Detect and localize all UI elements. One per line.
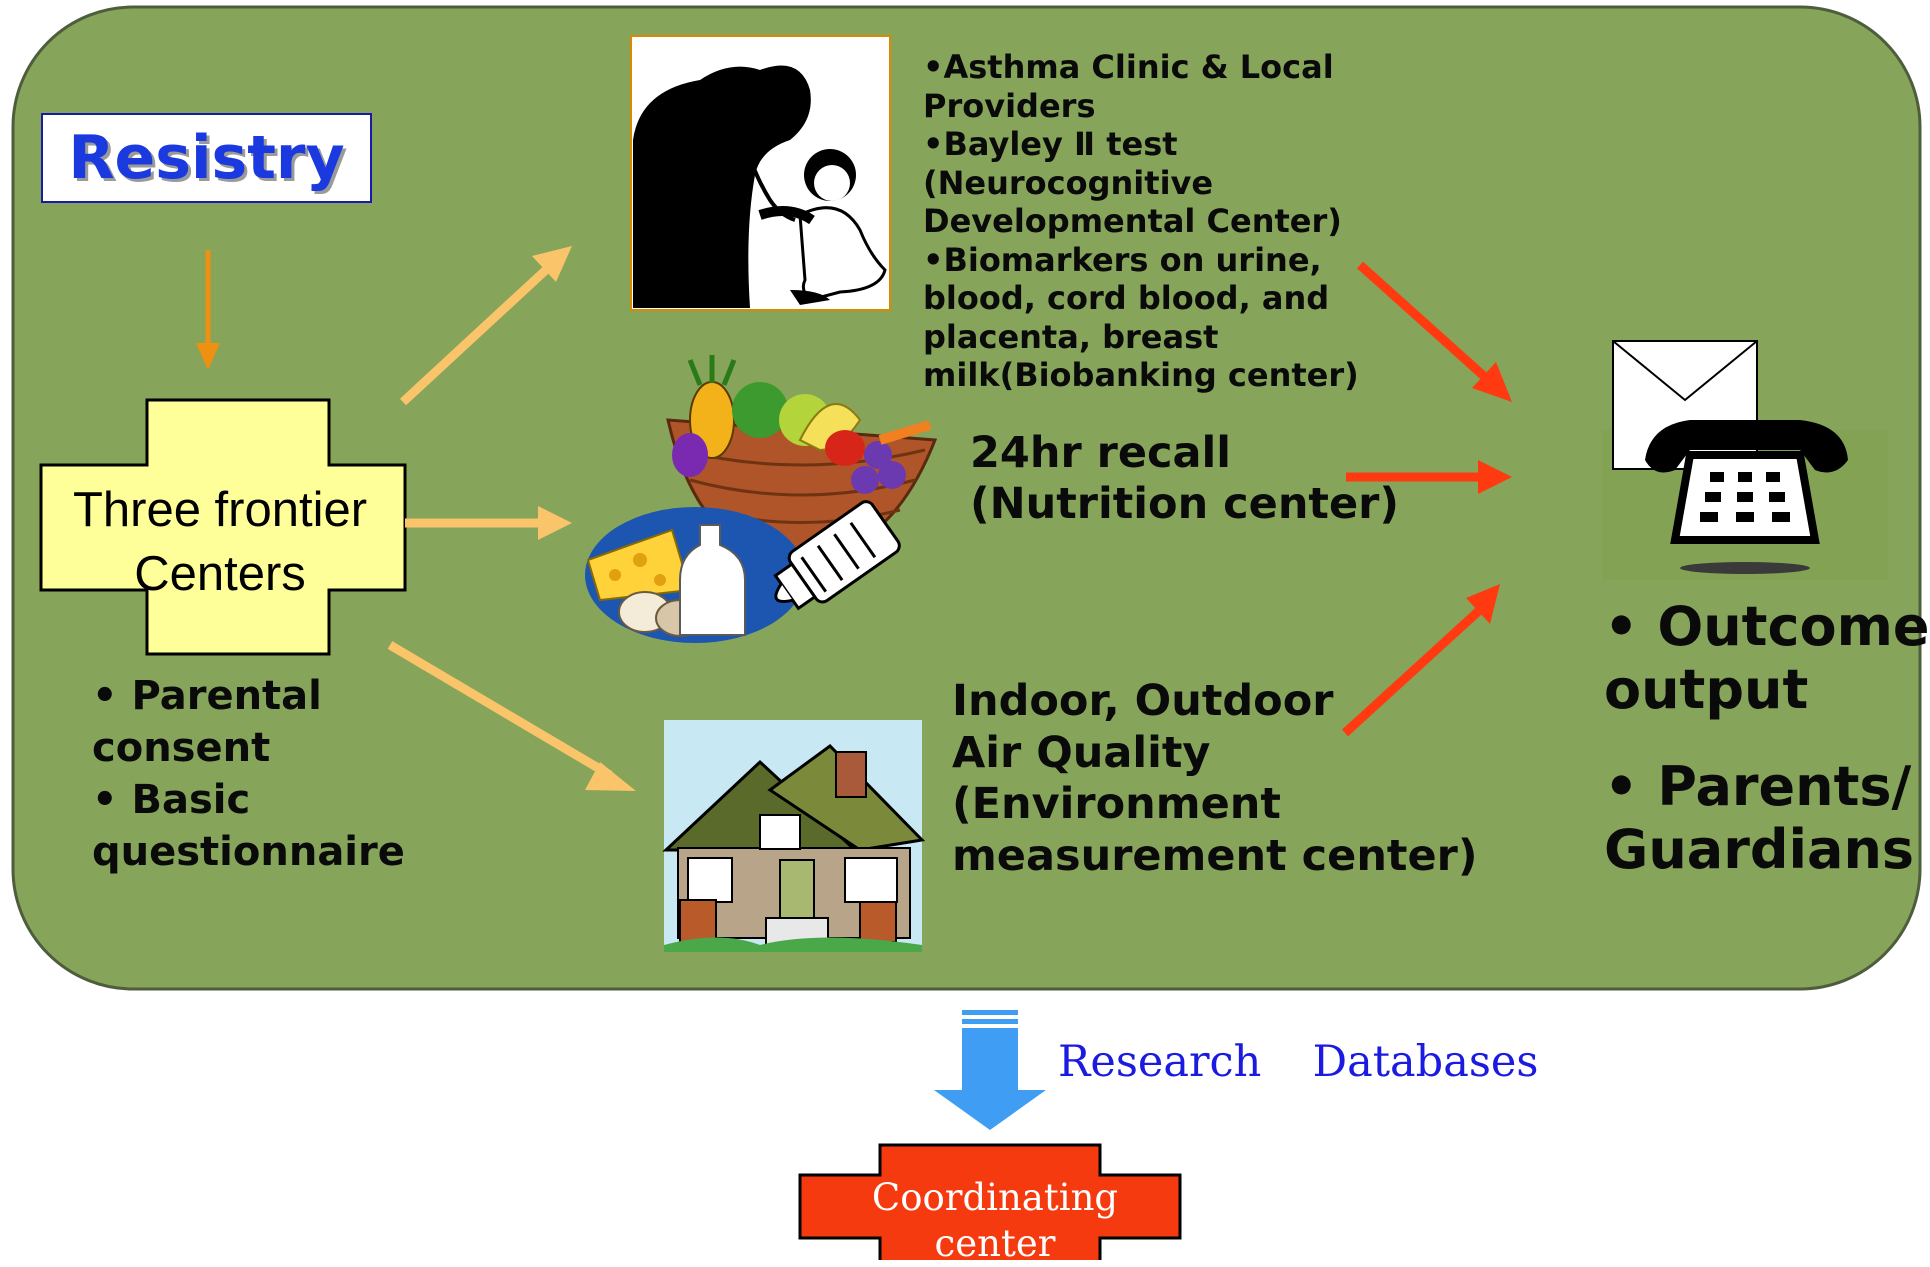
food-basket-icon [585, 355, 938, 643]
outcome-line-1: • Outcome [1604, 595, 1930, 658]
list-item: •Bayley Ⅱ test [923, 125, 1178, 163]
environment-line-2: Air Quality [952, 727, 1211, 778]
environment-line-4: measurement center) [952, 830, 1478, 881]
nutrition-line-2: (Nutrition center) [970, 479, 1400, 529]
list-item: consent [92, 725, 271, 771]
red-arrow-nutrition [1346, 460, 1512, 494]
environment-line-1: Indoor, Outdoor [952, 676, 1334, 726]
coordinating-line-1: Coordinating [871, 1176, 1119, 1219]
list-item: • Basic [92, 777, 251, 823]
frontier-centers-label: Three frontier Centers [40, 478, 400, 606]
blue-down-arrow [934, 1010, 1046, 1130]
registry-arrow [196, 250, 220, 370]
main-panel [11, 5, 1922, 991]
red-arrow-environment [1341, 584, 1500, 737]
list-item: milk(Biobanking center) [923, 356, 1359, 394]
list-item: •Asthma Clinic & Local [923, 48, 1334, 86]
outcome-description: • Outcome output • Parents/ Guardians [1604, 595, 1929, 881]
doctor-examining-child-icon [630, 35, 891, 311]
environment-line-3: (Environment [952, 779, 1281, 829]
envelope-telephone-icon [1602, 340, 1888, 580]
list-item: blood, cord blood, and [923, 279, 1330, 317]
registry-label: Resistry [68, 123, 345, 193]
outcome-line-3: • Parents/ [1604, 755, 1912, 818]
outcome-line-2: output [1604, 658, 1809, 721]
arrow-to-clinic [399, 246, 572, 406]
coordinating-center-label: Coordinating center [800, 1175, 1190, 1267]
red-arrow-clinic [1356, 261, 1512, 402]
coordinating-line-2: center [934, 1222, 1056, 1265]
frontier-line-1: Three frontier [72, 483, 368, 537]
frontier-tasks-list: • Parental consent • Basic questionnaire [92, 670, 405, 878]
environment-description: Indoor, Outdoor Air Quality (Environment… [952, 676, 1478, 882]
list-item: Providers [923, 86, 1096, 125]
house-icon [662, 720, 926, 952]
registry-box: Resistry [41, 113, 372, 203]
list-item: questionnaire [92, 829, 405, 875]
outcome-line-4: Guardians [1604, 818, 1915, 881]
frontier-centers-cross [39, 398, 407, 656]
clinic-description: •Asthma Clinic & Local Providers •Bayley… [923, 48, 1359, 395]
frontier-line-2: Centers [134, 547, 306, 601]
nutrition-description: 24hr recall (Nutrition center) [970, 428, 1399, 530]
list-item: Developmental Center) [923, 202, 1342, 240]
list-item: • Parental [92, 673, 322, 719]
arrow-to-nutrition [405, 506, 572, 540]
arrow-to-environment [387, 641, 636, 791]
research-databases-label: Research Databases [1058, 1037, 1539, 1087]
coordinating-center-cross [798, 1143, 1182, 1260]
list-item: (Neurocognitive [923, 163, 1214, 202]
list-item: •Biomarkers on urine, [923, 240, 1322, 279]
nutrition-line-1: 24hr recall [970, 428, 1231, 478]
list-item: placenta, breast [923, 317, 1219, 356]
